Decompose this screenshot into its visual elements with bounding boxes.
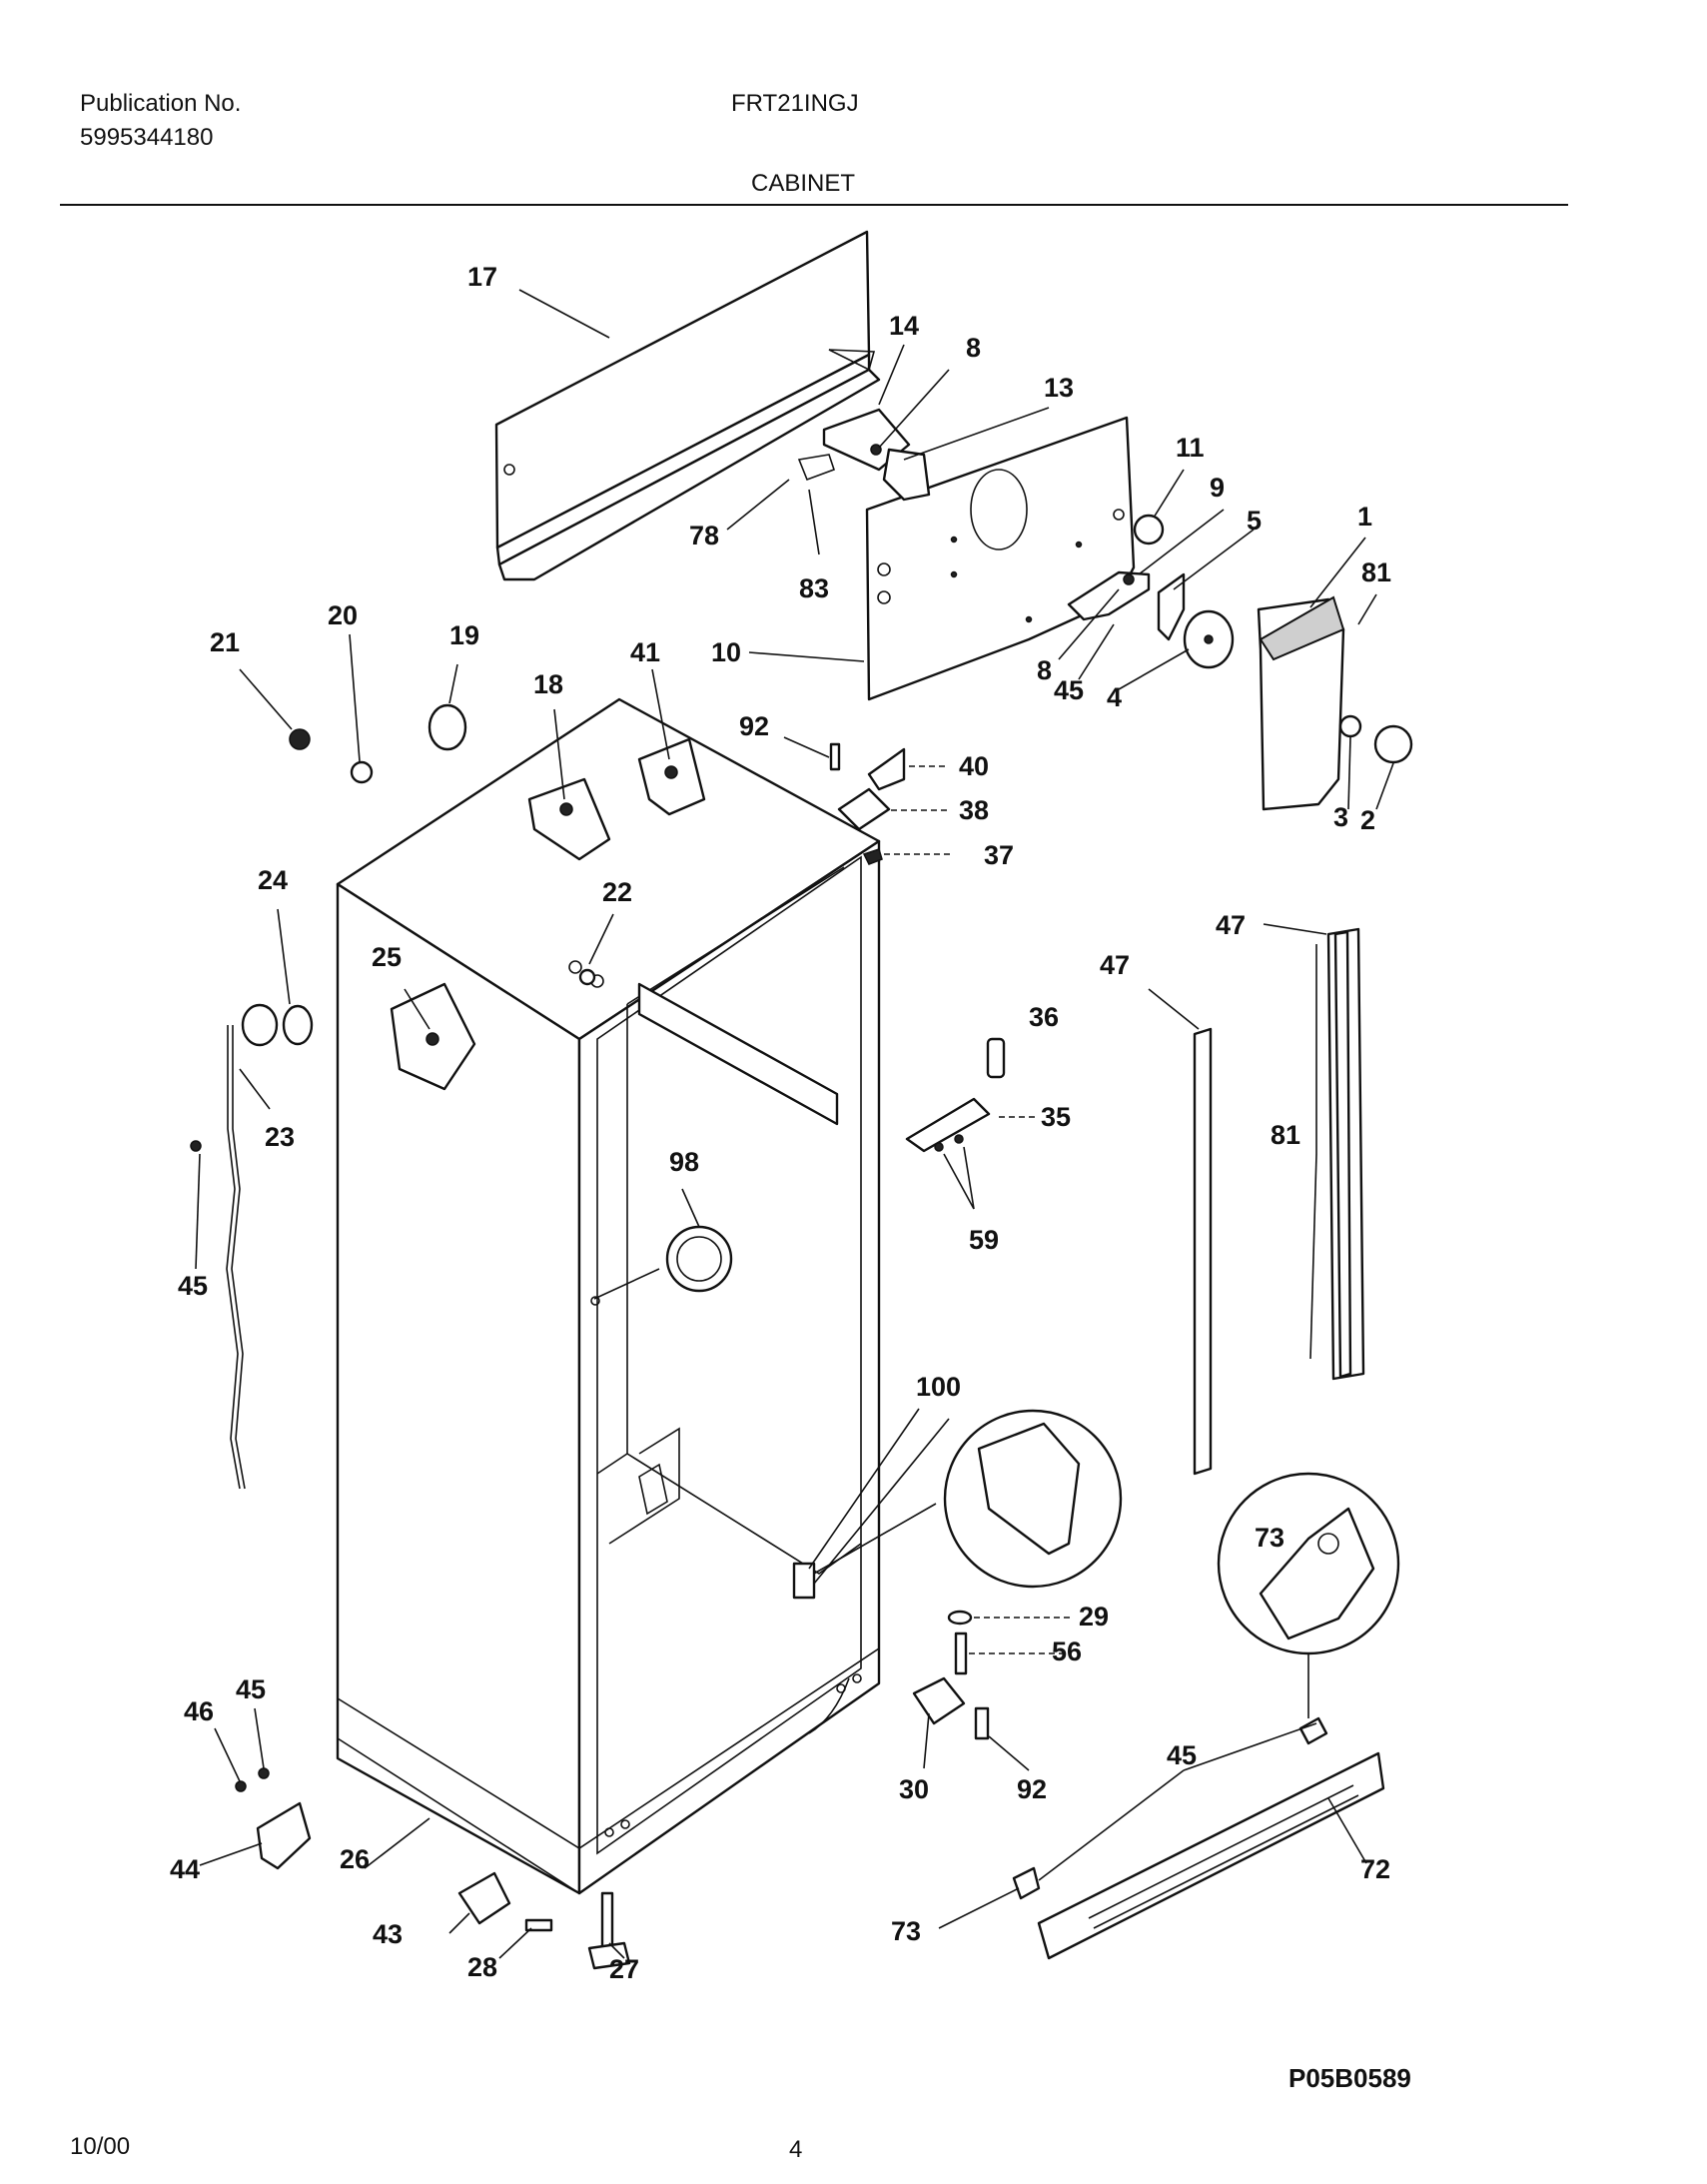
part-73-detail-inset xyxy=(1217,1472,1400,1655)
part-label-100: 100 xyxy=(916,1372,961,1402)
part-label-29: 29 xyxy=(1079,1602,1109,1632)
part-label-98: 98 xyxy=(669,1147,699,1177)
publication-label: Publication No. xyxy=(80,90,242,117)
part-label-72: 72 xyxy=(1360,1854,1390,1884)
part-label-38: 38 xyxy=(959,795,989,825)
part-label-25: 25 xyxy=(372,942,402,972)
part-label-45-bottom-right: 45 xyxy=(1167,1740,1197,1770)
part-label-5: 5 xyxy=(1247,506,1262,536)
leader-lines xyxy=(195,289,1394,1959)
part-label-46: 46 xyxy=(184,1696,214,1726)
part-label-43: 43 xyxy=(373,1919,403,1949)
fan-assembly xyxy=(1067,514,1235,669)
part-label-36: 36 xyxy=(1029,1002,1059,1032)
revision-date: 10/00 xyxy=(70,2133,131,2160)
parts-18-41-25 xyxy=(390,737,706,1091)
part-label-23: 23 xyxy=(265,1122,295,1152)
part-label-45: 45 xyxy=(1054,675,1084,705)
cabinet-body xyxy=(336,697,881,1895)
part-label-81-lower: 81 xyxy=(1271,1120,1300,1150)
section-title: CABINET xyxy=(751,170,856,197)
part-label-83: 83 xyxy=(799,573,829,603)
part-label-22: 22 xyxy=(602,877,632,907)
diagram-code: P05B0589 xyxy=(1288,2063,1411,2093)
part-22-plug xyxy=(578,968,596,986)
parts-35-36-center-hinge xyxy=(905,1037,1006,1153)
part-label-35: 35 xyxy=(1041,1102,1071,1132)
part-label-2: 2 xyxy=(1360,805,1375,835)
part-label-3: 3 xyxy=(1333,802,1348,832)
part-label-40: 40 xyxy=(959,751,989,781)
part-label-19: 19 xyxy=(449,620,479,650)
parts-23-24-heater-loop xyxy=(190,1003,314,1490)
part-1-air-duct xyxy=(1257,595,1413,811)
parts-47-81-trim-strips xyxy=(1193,927,1365,1476)
part-label-92-lower: 92 xyxy=(1017,1774,1047,1804)
part-label-37: 37 xyxy=(984,840,1014,870)
part-label-45-bottom-left: 45 xyxy=(236,1674,266,1704)
page-number: 4 xyxy=(789,2136,803,2163)
publication-number: 5995344180 xyxy=(80,124,214,151)
part-label-9: 9 xyxy=(1210,473,1225,503)
part-number-labels: 17 14 8 13 11 9 5 1 81 78 83 10 8 45 4 3… xyxy=(170,262,1391,1984)
part-label-8-lower: 8 xyxy=(1037,655,1052,685)
part-label-26: 26 xyxy=(340,1844,370,1874)
part-label-92: 92 xyxy=(739,711,769,741)
parts-43-28-27-leveler xyxy=(457,1871,631,1970)
part-13-part-14-brackets xyxy=(797,408,931,502)
part-label-20: 20 xyxy=(328,600,358,630)
part-label-28: 28 xyxy=(467,1952,497,1982)
part-label-10: 10 xyxy=(711,637,741,667)
part-72-toe-grille xyxy=(1012,1716,1385,1960)
part-17-top-trim xyxy=(494,230,881,581)
part-98-drain-tube xyxy=(665,1225,733,1293)
part-label-56: 56 xyxy=(1052,1637,1082,1666)
part-label-73: 73 xyxy=(1255,1523,1284,1553)
part-label-14: 14 xyxy=(889,311,919,341)
part-label-30: 30 xyxy=(899,1774,929,1804)
part-label-18: 18 xyxy=(533,669,563,699)
header-rule xyxy=(60,204,1568,206)
part-label-24: 24 xyxy=(258,865,288,895)
part-label-59: 59 xyxy=(969,1225,999,1255)
part-label-47: 47 xyxy=(1216,910,1246,940)
parts-44-46-45-lower-left-hinge xyxy=(235,1767,312,1870)
part-label-11: 11 xyxy=(1176,433,1205,463)
part-label-44: 44 xyxy=(170,1854,200,1884)
part-label-17: 17 xyxy=(467,262,497,292)
parts-40-38-37-top-hinge xyxy=(829,742,906,865)
part-label-1: 1 xyxy=(1357,502,1372,532)
part-100-detail-inset xyxy=(792,1409,1123,1600)
part-label-81: 81 xyxy=(1361,557,1391,587)
part-label-13: 13 xyxy=(1044,373,1074,403)
part-label-73-lower: 73 xyxy=(891,1916,921,1946)
part-label-27: 27 xyxy=(609,1954,639,1984)
model-number: FRT21INGJ xyxy=(731,90,859,117)
part-label-41: 41 xyxy=(630,637,660,667)
part-label-45-left: 45 xyxy=(178,1271,208,1301)
part-label-21: 21 xyxy=(210,627,240,657)
part-label-47-left: 47 xyxy=(1100,950,1130,980)
parts-29-56-30-lower-hinge xyxy=(912,1610,990,1740)
part-label-4: 4 xyxy=(1107,682,1122,712)
part-label-8: 8 xyxy=(966,333,981,363)
part-label-78: 78 xyxy=(689,521,719,550)
parts-19-20-21 xyxy=(289,703,467,784)
